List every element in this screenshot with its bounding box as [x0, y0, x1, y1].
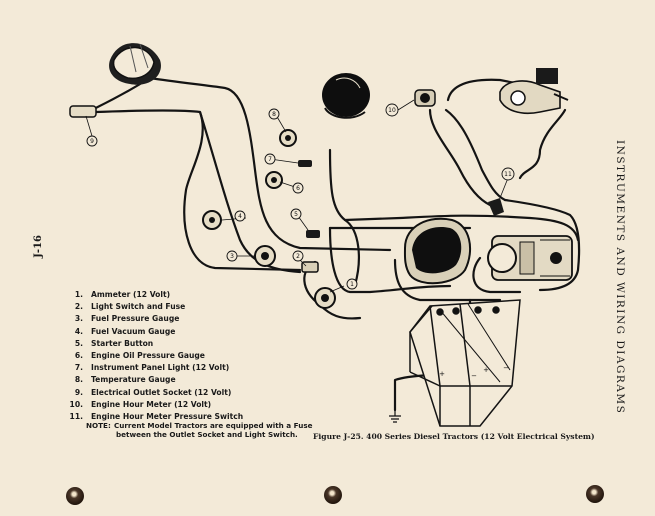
- binder-hole: [586, 485, 604, 503]
- battery-terminal-plus-right: +: [483, 366, 489, 374]
- legend-item: 10. Engine Hour Meter (12 Volt): [68, 399, 328, 411]
- callout-11: 11: [504, 171, 512, 178]
- callout-3: 3: [230, 253, 234, 260]
- legend-item: 4. Fuel Vacuum Gauge: [68, 326, 328, 338]
- legend-label: Engine Hour Meter (12 Volt): [91, 399, 212, 409]
- legend-item: 1. Ammeter (12 Volt): [68, 289, 328, 301]
- legend-item: 2. Light Switch and Fuse: [68, 301, 328, 313]
- binder-hole: [66, 487, 84, 505]
- starter-button: [306, 230, 320, 238]
- starter-motor-bottom: [487, 235, 573, 281]
- gauge-temperature: [279, 129, 297, 147]
- legend-number: 1.: [74, 290, 83, 299]
- binder-hole: [324, 486, 342, 504]
- legend: 1. Ammeter (12 Volt) 2. Light Switch and F…: [68, 289, 328, 423]
- legend-number: 4.: [74, 326, 83, 336]
- legend-item: 6. Engine Oil Pressure Gauge: [68, 350, 328, 362]
- legend-item: 5. Starter Button: [68, 338, 328, 350]
- side-title: INSTRUMENTS AND WIRING DIAGRAMS: [614, 140, 626, 415]
- instrument-panel-light: [298, 160, 312, 167]
- callout-2: 2: [296, 253, 300, 260]
- gauge-fuel-vacuum: [202, 210, 222, 230]
- legend-label: Ammeter (12 Volt): [91, 290, 171, 299]
- callout-1: 1: [350, 281, 354, 288]
- legend-item: 7. Instrument Panel Light (12 Volt): [68, 362, 328, 374]
- legend-label: Light Switch and Fuse: [91, 302, 186, 312]
- note: NOTE:Current Model Tractors are equipped…: [86, 421, 346, 439]
- battery-terminal-plus-left: +: [439, 370, 445, 378]
- legend-label: Electrical Outlet Socket (12 Volt): [91, 387, 232, 397]
- legend-number: 8.: [74, 375, 83, 385]
- starter-motor-top: [499, 68, 569, 115]
- callout-4: 4: [238, 213, 242, 220]
- legend-number: 9.: [74, 387, 83, 397]
- gauge-oil-pressure: [265, 171, 283, 189]
- callout-7: 7: [268, 156, 272, 163]
- legend-item: 9. Electrical Outlet Socket (12 Volt): [68, 387, 328, 399]
- legend-label: Fuel Pressure Gauge: [91, 314, 180, 324]
- hour-meter: [414, 89, 436, 107]
- callout-9: 9: [90, 138, 94, 145]
- battery-terminal-minus-right: −: [503, 364, 509, 372]
- legend-item: 3. Fuel Pressure Gauge: [68, 313, 328, 325]
- legend-number: 7.: [74, 363, 83, 373]
- callout-6: 6: [296, 185, 300, 192]
- legend-label: Engine Oil Pressure Gauge: [91, 351, 205, 361]
- legend-label: Starter Button: [91, 338, 154, 348]
- legend-item: 11. Engine Hour Meter Pressure Switch: [68, 411, 328, 423]
- headlight-lower-center: [403, 217, 472, 285]
- callout-5: 5: [294, 211, 298, 218]
- figure-caption: Figure J-25. 400 Series Diesel Tractors …: [313, 432, 595, 441]
- legend-number: 10.: [69, 399, 83, 409]
- wiring-harness: [86, 76, 581, 412]
- callout-10: 10: [388, 107, 396, 114]
- note-line-2: between the Outlet Socket and Light Swit…: [116, 430, 298, 439]
- ground-symbol: [389, 410, 401, 423]
- legend-number: 6.: [74, 351, 83, 361]
- outlet-socket: [69, 105, 97, 118]
- legend-number: 2.: [74, 302, 83, 312]
- gauge-ammeter: [314, 287, 336, 309]
- headlight-left: [109, 43, 161, 85]
- pressure-switch: [488, 198, 504, 216]
- legend-label: Engine Hour Meter Pressure Switch: [91, 412, 244, 422]
- note-line-1: Current Model Tractors are equipped with…: [114, 421, 313, 430]
- headlight-center: [322, 73, 370, 119]
- callout-8: 8: [272, 111, 276, 118]
- legend-number: 3.: [74, 314, 83, 324]
- page-number: J-16: [33, 235, 44, 258]
- light-switch: [301, 261, 319, 273]
- legend-label: Instrument Panel Light (12 Volt): [91, 363, 230, 373]
- battery-pack: [409, 299, 521, 427]
- legend-item: 8. Temperature Gauge: [68, 374, 328, 386]
- note-label: NOTE:: [86, 421, 111, 430]
- legend-number: 5.: [74, 338, 83, 348]
- legend-label: Temperature Gauge: [91, 375, 176, 385]
- legend-number: 11.: [69, 412, 83, 422]
- legend-label: Fuel Vacuum Gauge: [91, 326, 176, 336]
- battery-terminal-minus-left: −: [471, 372, 477, 380]
